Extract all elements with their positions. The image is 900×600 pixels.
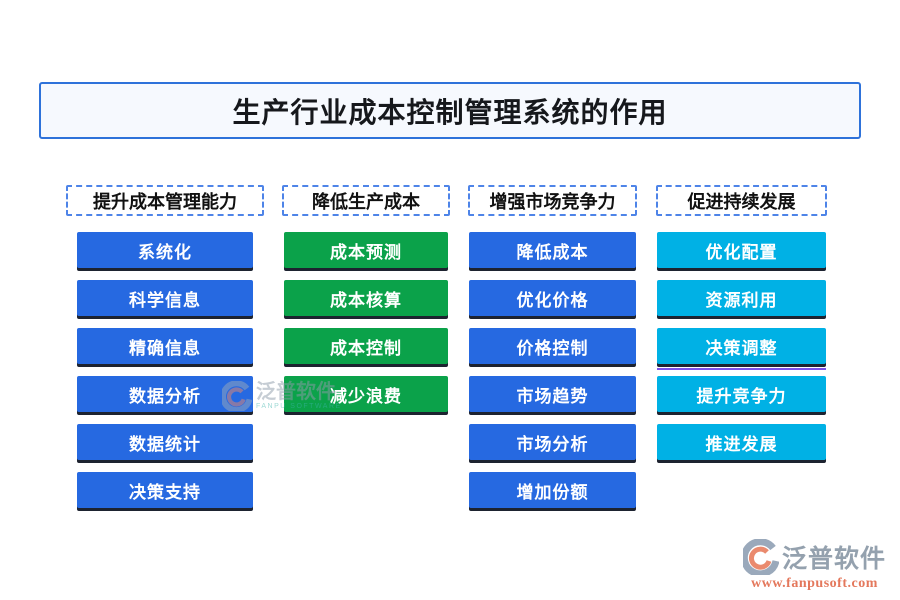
column-header: 增强市场竞争力 (468, 185, 637, 216)
item-pill: 提升竞争力 (657, 376, 826, 412)
item-pill: 优化配置 (657, 232, 826, 268)
item-pill: 成本核算 (284, 280, 448, 316)
item-pill: 优化价格 (469, 280, 636, 316)
item-pill: 科学信息 (77, 280, 253, 316)
item-pill: 系统化 (77, 232, 253, 268)
item-pill: 市场趋势 (469, 376, 636, 412)
column-2: 降低生产成本成本预测成本核算成本控制减少浪费 (282, 185, 450, 424)
column-header: 促进持续发展 (656, 185, 827, 216)
item-pill: 决策调整 (657, 328, 826, 370)
title-box: 生产行业成本控制管理系统的作用 (39, 82, 861, 139)
footer-url: www.fanpusoft.com (751, 576, 878, 591)
item-pill: 成本控制 (284, 328, 448, 364)
item-pill: 降低成本 (469, 232, 636, 268)
item-pill: 推进发展 (657, 424, 826, 460)
column-1: 提升成本管理能力系统化科学信息精确信息数据分析数据统计决策支持 (66, 185, 264, 520)
page-title: 生产行业成本控制管理系统的作用 (232, 96, 668, 128)
footer-watermark-row: 泛普软件 (742, 539, 886, 575)
column-3: 增强市场竞争力降低成本优化价格价格控制市场趋势市场分析增加份额 (468, 185, 637, 520)
item-pill: 增加份额 (469, 472, 636, 508)
item-pill: 减少浪费 (284, 376, 448, 412)
item-pill: 价格控制 (469, 328, 636, 364)
item-pill: 数据分析 (77, 376, 253, 412)
column-header: 降低生产成本 (282, 185, 450, 216)
column-header: 提升成本管理能力 (66, 185, 264, 216)
fanpu-logo-icon (742, 539, 779, 575)
item-pill: 资源利用 (657, 280, 826, 316)
item-pill: 数据统计 (77, 424, 253, 460)
column-4: 促进持续发展优化配置资源利用决策调整提升竞争力推进发展 (656, 185, 827, 472)
footer-watermark: 泛普软件 www.fanpusoft.com (742, 539, 886, 592)
item-pill: 精确信息 (77, 328, 253, 364)
footer-brand: 泛普软件 (781, 545, 886, 573)
item-pill: 决策支持 (77, 472, 253, 508)
item-pill: 市场分析 (469, 424, 636, 460)
item-pill: 成本预测 (284, 232, 448, 268)
